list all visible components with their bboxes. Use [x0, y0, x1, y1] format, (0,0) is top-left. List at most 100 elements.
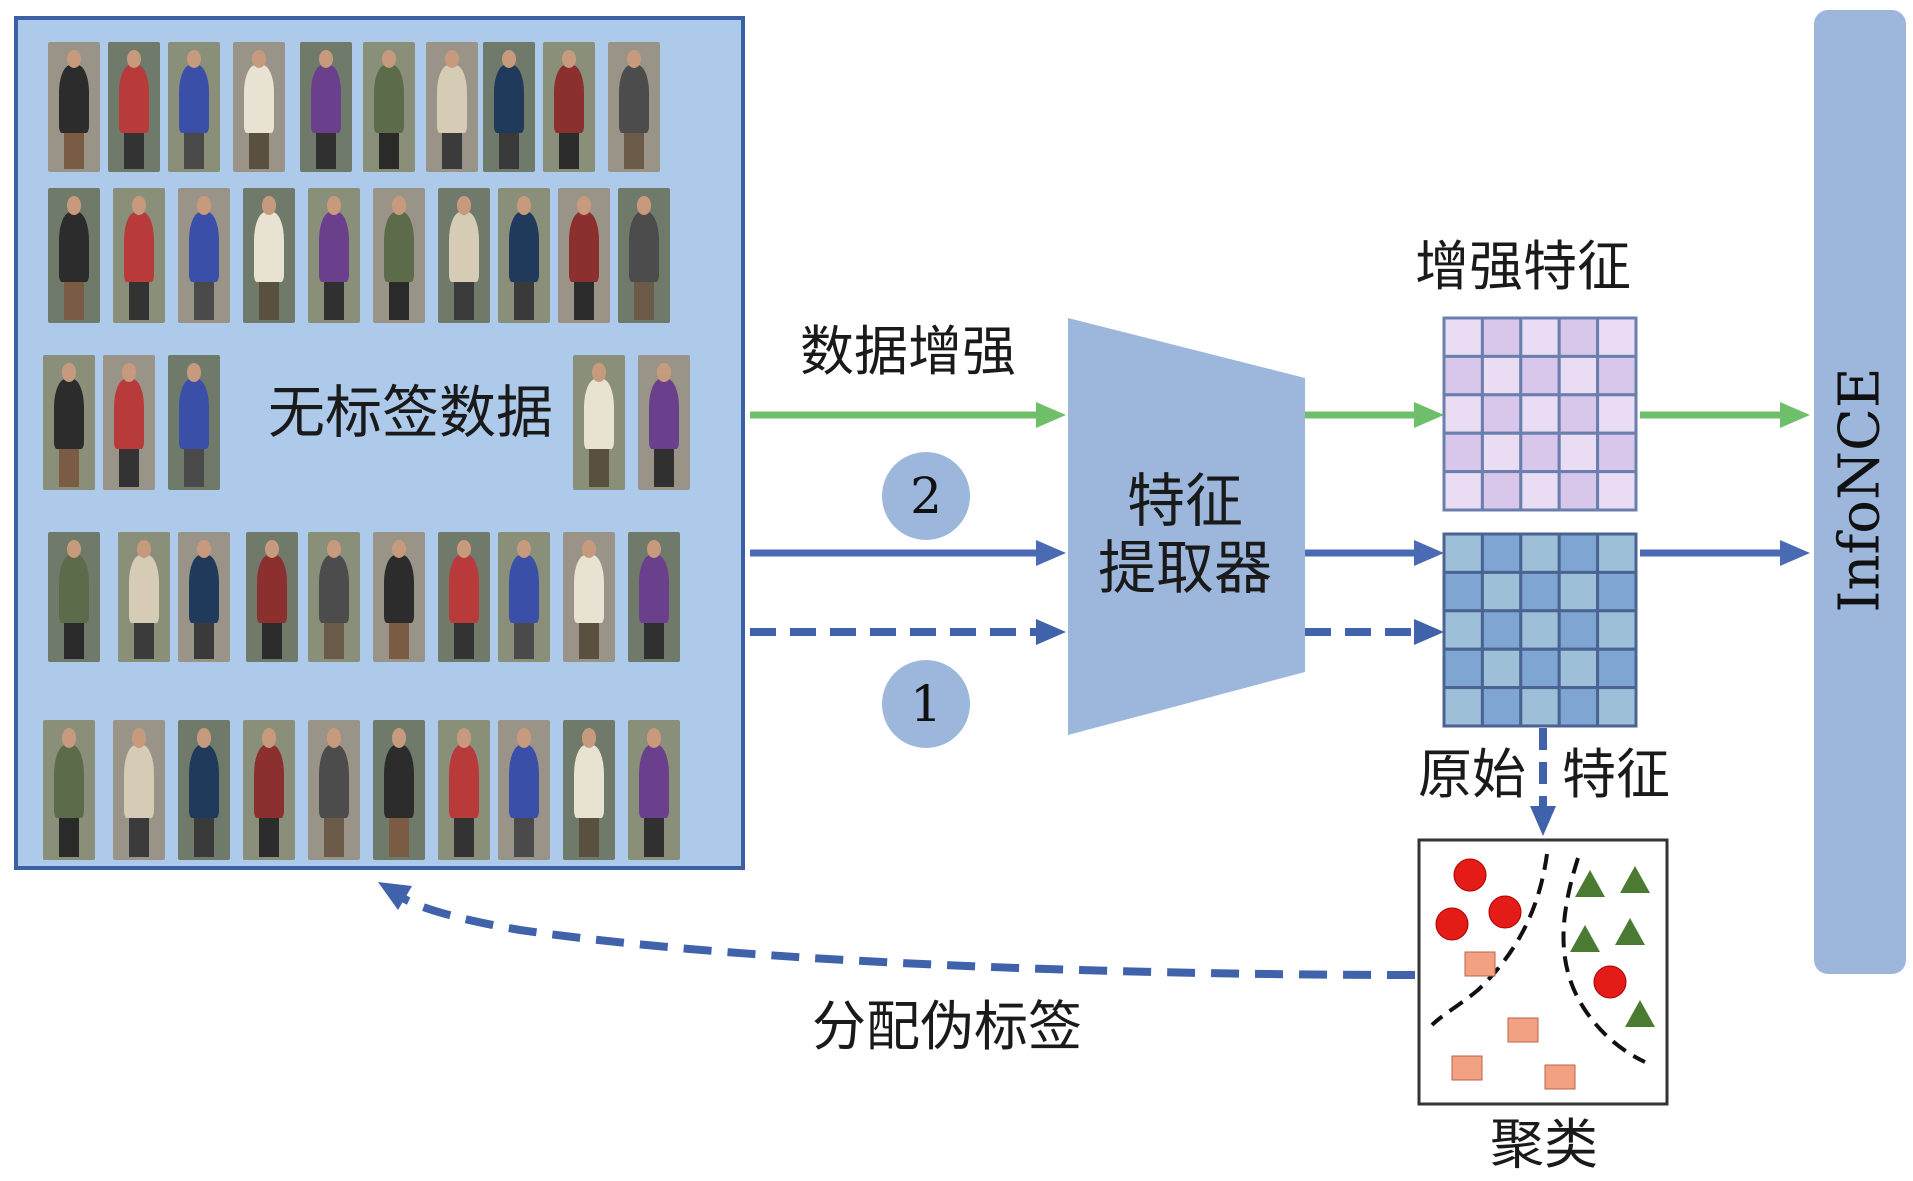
feature-cell	[1442, 686, 1484, 728]
feature-cell	[1442, 316, 1484, 358]
feature-cell	[1480, 686, 1523, 728]
pedestrian-photo	[246, 532, 298, 662]
step-2-badge: 2	[882, 452, 970, 540]
pedestrian-photo	[168, 355, 220, 490]
feature-cell	[1596, 393, 1638, 435]
original-features-label-part1: 原始	[1418, 743, 1526, 806]
feature-cell	[1557, 431, 1600, 474]
pedestrian-photo	[300, 42, 352, 172]
feature-cell	[1442, 431, 1484, 474]
feature-cell	[1596, 470, 1638, 512]
pedestrian-photo	[438, 188, 490, 323]
cluster-point-triangle	[1620, 866, 1650, 893]
pedestrian-photo	[573, 355, 625, 490]
pedestrian-photo	[638, 355, 690, 490]
pedestrian-photo	[118, 532, 170, 662]
feature-cell	[1519, 609, 1561, 651]
cluster-point-circle	[1435, 907, 1469, 941]
cluster-point-triangle	[1625, 1000, 1655, 1027]
feature-cell	[1480, 316, 1523, 358]
pedestrian-photo	[483, 42, 535, 172]
pedestrian-photo	[498, 720, 550, 860]
pedestrian-photo	[363, 42, 415, 172]
feature-cell	[1480, 354, 1523, 397]
pedestrian-photo	[628, 720, 680, 860]
feature-cell	[1596, 316, 1638, 358]
pedestrian-photo	[618, 188, 670, 323]
feature-cell	[1519, 686, 1561, 728]
pedestrian-photo	[243, 720, 295, 860]
cluster-point-square	[1544, 1064, 1576, 1090]
feature-cell	[1519, 431, 1561, 474]
cluster-point-square	[1451, 1055, 1483, 1081]
feature-extractor-shape	[1068, 318, 1305, 735]
feature-extractor-label-line1: 特征	[1126, 467, 1243, 535]
pedestrian-photo	[373, 720, 425, 860]
pedestrian-photo	[498, 532, 550, 662]
augmented-path-arrows	[750, 402, 1810, 428]
pedestrian-photo	[308, 720, 360, 860]
feature-cell	[1596, 609, 1638, 651]
pedestrian-photo	[308, 532, 360, 662]
pedestrian-photo	[308, 188, 360, 323]
feature-cell	[1596, 354, 1638, 397]
feature-cell	[1557, 647, 1600, 690]
feature-extractor-label: 特征 提取器	[1070, 468, 1300, 601]
unlabeled-data-panel	[14, 16, 745, 870]
pedestrian-photo	[43, 355, 95, 490]
pedestrian-photo	[628, 532, 680, 662]
pedestrian-photo	[233, 42, 285, 172]
clustering-label: 聚类	[1490, 1113, 1598, 1176]
cluster-point-triangle	[1615, 918, 1645, 945]
pedestrian-photo	[608, 42, 660, 172]
unlabeled-data-label: 无标签数据	[268, 380, 553, 446]
feature-cell	[1442, 354, 1484, 397]
feature-cell	[1480, 431, 1523, 474]
step-1-badge: 1	[882, 660, 970, 748]
feature-cell	[1519, 354, 1561, 397]
feature-cell	[1557, 609, 1600, 651]
cluster-point-circle	[1593, 965, 1627, 999]
pedestrian-photo	[373, 532, 425, 662]
feature-cell	[1557, 686, 1600, 728]
feature-cell	[1596, 532, 1638, 574]
feature-cell	[1519, 393, 1561, 435]
feature-cell	[1557, 316, 1600, 358]
feature-cell	[1442, 470, 1484, 512]
cluster-plot	[1417, 838, 1669, 1106]
pedestrian-photo	[498, 188, 550, 323]
feature-cell	[1519, 532, 1561, 574]
feature-cell	[1519, 316, 1561, 358]
original-path-arrows	[750, 540, 1810, 566]
assign-pseudo-labels-label: 分配伪标签	[812, 995, 1082, 1058]
feature-cell	[1442, 532, 1484, 574]
pedestrian-photo	[178, 720, 230, 860]
feature-extractor-label-line2: 提取器	[1097, 533, 1272, 602]
feature-cell	[1442, 609, 1484, 651]
feature-cell	[1442, 647, 1484, 690]
cluster-point-square	[1464, 951, 1496, 977]
feature-cell	[1557, 354, 1600, 397]
feature-cell	[1596, 431, 1638, 474]
feature-cell	[1442, 570, 1484, 613]
data-augmentation-label: 数据增强	[800, 320, 1016, 383]
pedestrian-photo	[563, 532, 615, 662]
feature-cell	[1480, 532, 1523, 574]
cluster-point-square	[1507, 1017, 1539, 1043]
pedestrian-photo	[108, 42, 160, 172]
original-features-label-part2: 特征	[1562, 743, 1670, 806]
pedestrian-photo	[168, 42, 220, 172]
augmented-feature-grid	[1442, 316, 1638, 512]
feature-cell	[1519, 570, 1561, 613]
pedestrian-photo	[103, 355, 155, 490]
feature-cell	[1519, 470, 1561, 512]
pedestrian-photo	[113, 720, 165, 860]
feature-cell	[1519, 647, 1561, 690]
pedestrian-photo	[438, 532, 490, 662]
original-feature-grid	[1442, 532, 1638, 728]
pedestrian-photo	[563, 720, 615, 860]
cluster-point-triangle	[1575, 870, 1605, 897]
feature-cell	[1480, 470, 1523, 512]
